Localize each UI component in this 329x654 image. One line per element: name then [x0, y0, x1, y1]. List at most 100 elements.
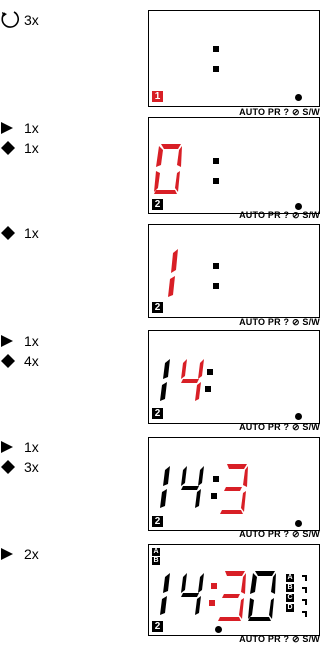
lcd-display: 2	[148, 330, 320, 424]
instruction-row: 1x	[0, 118, 39, 138]
status-sw: S/W	[302, 210, 320, 220]
status-pr: PR	[267, 634, 281, 644]
digit-1	[160, 359, 170, 401]
status-sw: S/W	[302, 422, 320, 432]
count-label: 1x	[24, 439, 39, 455]
count-label: 3x	[24, 12, 39, 28]
digit-display	[168, 249, 219, 297]
instruction-row: 1x	[0, 331, 39, 351]
status-pr: PR	[267, 210, 281, 220]
program-number: 1	[152, 91, 163, 102]
count-label: 3x	[24, 459, 39, 475]
indicator-dot	[215, 626, 222, 633]
diamond-icon	[0, 351, 20, 371]
top-slot-a: A	[152, 548, 160, 556]
digit-3	[220, 464, 248, 514]
side-slot-a: A	[286, 574, 294, 582]
status-bar: AUTO PR ? ⊘ S/W	[148, 210, 320, 221]
program-number: 2	[152, 621, 163, 632]
program-number: 2	[152, 516, 163, 527]
status-auto: AUTO	[239, 107, 266, 117]
instruction-row: 3x	[0, 457, 39, 477]
count-label: 1x	[24, 333, 39, 349]
digit-1	[168, 249, 178, 297]
digit-0	[154, 144, 182, 194]
diamond-icon	[0, 457, 20, 477]
status-pr: PR	[267, 529, 281, 539]
lcd-display: 2	[148, 117, 320, 214]
play-icon	[0, 437, 20, 457]
status-pr: PR	[267, 317, 281, 327]
timer-icon: ⊘	[291, 317, 300, 327]
colon-glyph	[213, 46, 219, 72]
digit-4	[181, 573, 204, 615]
instruction-row: 1x	[0, 223, 39, 243]
status-auto: AUTO	[239, 529, 266, 539]
diamond-icon	[0, 223, 20, 243]
timer-icon: ⊘	[291, 529, 300, 539]
timer-icon: ⊘	[291, 210, 300, 220]
instruction-row: 2x	[0, 544, 39, 564]
play-icon	[0, 331, 20, 351]
digit-display	[154, 144, 219, 194]
status-bar: AUTO PR ? ⊘ S/W	[148, 634, 320, 645]
program-number: 2	[152, 302, 163, 313]
program-number: 2	[152, 408, 163, 419]
status-pr: PR	[267, 107, 281, 117]
digit-3	[218, 571, 246, 621]
status-pr: PR	[267, 422, 281, 432]
side-slot-d: D	[286, 604, 294, 612]
lcd-display: 2	[148, 437, 320, 531]
digit-display	[160, 464, 248, 514]
diamond-icon	[0, 138, 20, 158]
status-question: ?	[283, 210, 290, 220]
indicator-dot	[295, 520, 302, 527]
count-label: 1x	[24, 140, 39, 156]
instruction-row: 1x	[0, 138, 39, 158]
side-slot-c: C	[286, 594, 294, 602]
side-slot-b: B	[286, 584, 294, 592]
digit-display	[160, 359, 213, 401]
status-question: ?	[283, 107, 290, 117]
digit-0	[248, 571, 276, 621]
lcd-display: A B	[148, 544, 320, 636]
status-auto: AUTO	[239, 422, 266, 432]
program-number: 2	[152, 199, 163, 210]
status-bar: AUTO PR ? ⊘ S/W	[148, 317, 320, 328]
digit-display	[160, 571, 307, 621]
status-auto: AUTO	[239, 634, 266, 644]
play-icon	[0, 118, 20, 138]
status-sw: S/W	[302, 107, 320, 117]
top-slot-b: B	[152, 557, 160, 565]
play-icon	[0, 544, 20, 564]
timer-icon: ⊘	[291, 634, 300, 644]
indicator-dot	[295, 94, 302, 101]
count-label: 1x	[24, 120, 39, 136]
instruction-row: 3x	[0, 10, 39, 30]
status-bar: AUTO PR ? ⊘ S/W	[148, 422, 320, 433]
count-label: 4x	[24, 353, 39, 369]
status-bar: AUTO PR ? ⊘ S/W	[148, 529, 320, 540]
status-question: ?	[283, 422, 290, 432]
indicator-dot	[295, 203, 302, 210]
lcd-display: 1	[148, 10, 320, 107]
count-label: 2x	[24, 546, 39, 562]
status-sw: S/W	[302, 317, 320, 327]
digit-1	[160, 573, 170, 615]
count-label: 1x	[24, 225, 39, 241]
digit-4	[181, 466, 204, 508]
instruction-row: 1x	[0, 437, 39, 457]
digit-4	[181, 359, 204, 401]
instruction-row: 4x	[0, 351, 39, 371]
status-question: ?	[283, 317, 290, 327]
switch-markers	[302, 575, 307, 617]
status-sw: S/W	[302, 634, 320, 644]
cycle-icon	[0, 10, 20, 30]
status-bar: AUTO PR ? ⊘ S/W	[148, 107, 320, 118]
status-auto: AUTO	[239, 317, 266, 327]
status-sw: S/W	[302, 529, 320, 539]
lcd-display: 2	[148, 224, 320, 318]
timer-icon: ⊘	[291, 422, 300, 432]
status-question: ?	[283, 634, 290, 644]
digit-1	[160, 466, 170, 508]
